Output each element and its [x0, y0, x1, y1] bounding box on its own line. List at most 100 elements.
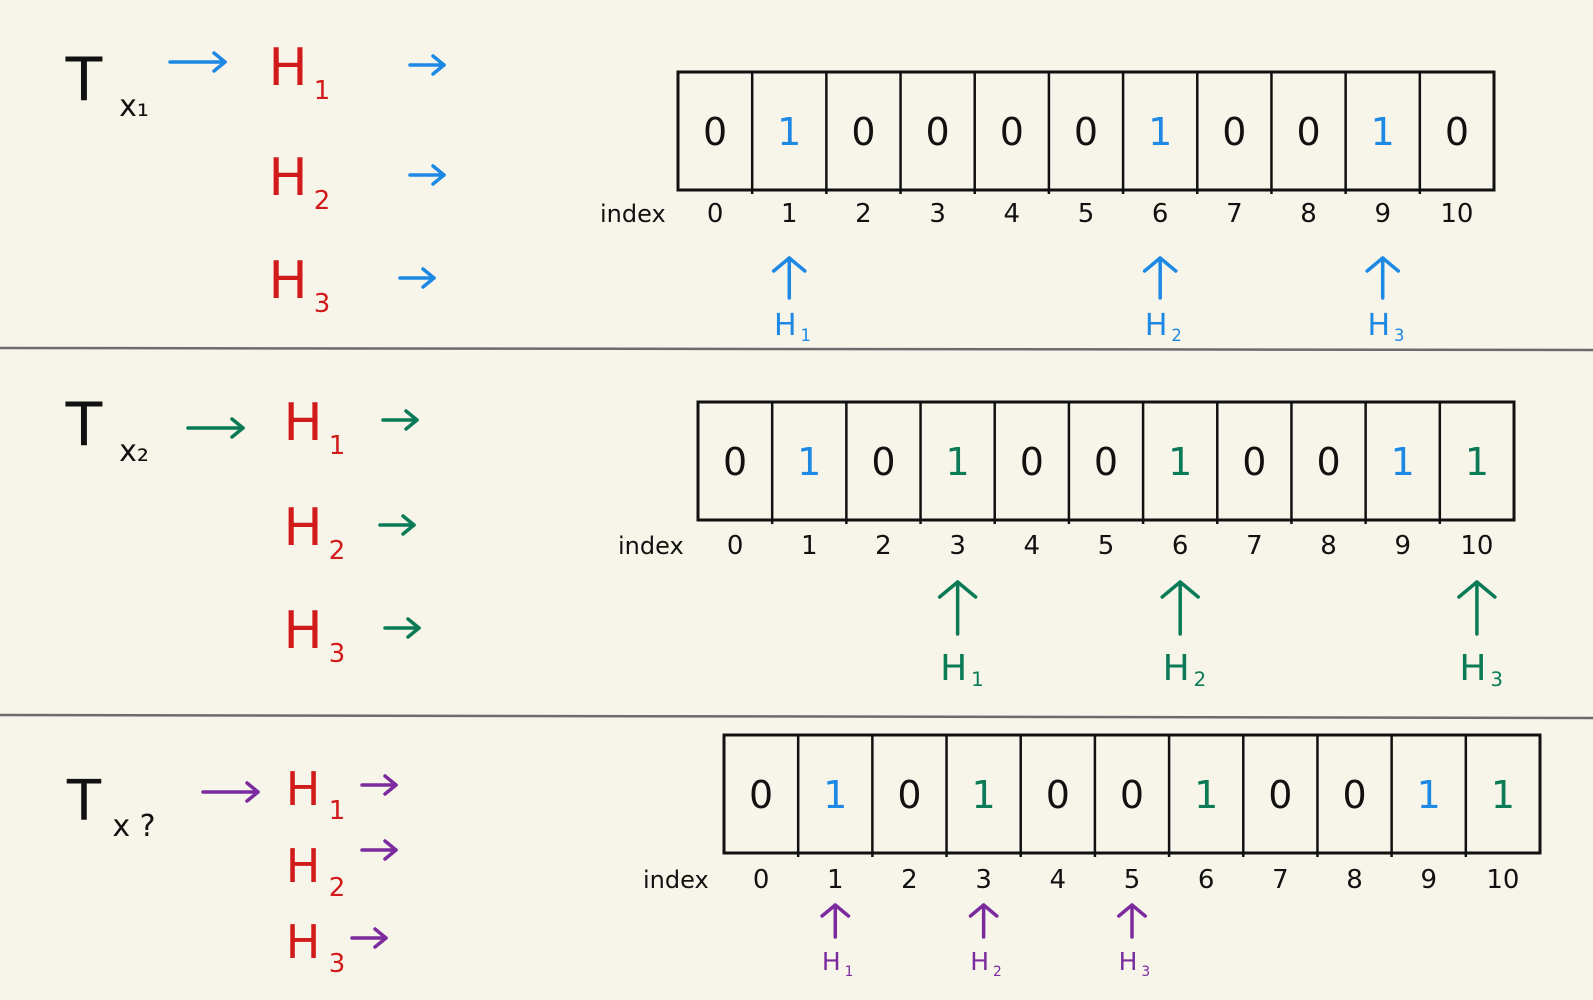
bit-cell-value: 0 [1094, 440, 1118, 484]
bit-array-border [696, 400, 1516, 522]
index-number: 6 [1198, 865, 1215, 895]
bit-cell-value: 0 [1342, 773, 1366, 817]
bit-cell-value: 0 [871, 440, 895, 484]
bit-cell-value: 1 [1465, 440, 1489, 484]
index-number: 0 [753, 865, 770, 895]
transaction-letter: T [65, 45, 103, 115]
hash-subscript: 2 [329, 873, 346, 903]
bit-cell-value: 0 [1020, 440, 1044, 484]
bit-array-border [676, 70, 1496, 192]
bit-cell-value: 0 [723, 440, 747, 484]
bit-cell-value: 1 [1371, 110, 1395, 154]
bit-cell-value: 1 [1491, 773, 1515, 817]
transaction-subscript: x₂ [119, 434, 149, 469]
index-number: 2 [855, 199, 872, 229]
hash-letter: H [268, 38, 307, 98]
bit-cell-value: 1 [777, 110, 801, 154]
up-arrow-icon [1365, 256, 1401, 300]
index-number: 3 [929, 199, 946, 229]
bit-cell-value: 1 [823, 773, 847, 817]
hash-subscript: 3 [329, 949, 346, 979]
pointer-subscript: 3 [1141, 964, 1150, 980]
index-number: 9 [1394, 531, 1411, 561]
index-number: 10 [1460, 531, 1493, 561]
transaction-letter: T [65, 390, 103, 460]
bit-cell-value: 1 [946, 440, 970, 484]
bit-cell-value: 1 [1148, 110, 1172, 154]
bit-cell-value: 0 [1242, 440, 1266, 484]
pointer-letter: H [1163, 648, 1190, 689]
bit-cell-value: 1 [1168, 440, 1192, 484]
arrow-icon [378, 514, 416, 536]
pointer-subscript: 2 [993, 964, 1002, 980]
index-number: 10 [1486, 865, 1519, 895]
index-number: 10 [1440, 199, 1473, 229]
arrow-icon [398, 267, 436, 289]
arrow-icon [360, 839, 398, 861]
index-number: 1 [781, 199, 798, 229]
bit-cell-value: 0 [1120, 773, 1144, 817]
index-number: 7 [1272, 865, 1289, 895]
index-number: 2 [901, 865, 918, 895]
pointer-letter: H [1119, 947, 1138, 976]
index-number: 2 [875, 531, 892, 561]
index-number: 1 [801, 531, 818, 561]
index-label: index [618, 532, 684, 560]
index-number: 4 [1050, 865, 1067, 895]
section-divider [0, 346, 1593, 352]
bit-cell-value: 0 [703, 110, 727, 154]
pointer-subscript: 1 [971, 668, 984, 691]
up-arrow-icon [771, 256, 807, 300]
bit-cell-value: 0 [897, 773, 921, 817]
bit-cell-value: 1 [1194, 773, 1218, 817]
pointer-letter: H [822, 947, 841, 976]
index-number: 8 [1320, 531, 1337, 561]
arrow-icon [350, 927, 388, 949]
pointer-subscript: 1 [801, 326, 812, 345]
transaction-subscript: x ? [112, 809, 155, 844]
index-label: index [600, 200, 666, 228]
bit-cell-value: 1 [972, 773, 996, 817]
pointer-letter: H [940, 648, 967, 689]
index-number: 0 [707, 199, 724, 229]
index-number: 7 [1246, 531, 1263, 561]
transaction-letter: T [66, 769, 102, 834]
hash-letter: H [268, 251, 307, 311]
arrow-icon [360, 774, 398, 796]
section-divider [0, 713, 1593, 720]
arrow-icon [408, 54, 446, 76]
hash-subscript: 1 [329, 431, 346, 461]
index-number: 7 [1226, 199, 1243, 229]
index-number: 6 [1152, 199, 1169, 229]
arrow-icon [383, 617, 421, 639]
hash-letter: H [286, 915, 321, 969]
up-arrow-icon [968, 903, 999, 939]
bit-cell-value: 0 [926, 110, 950, 154]
bit-cell-value: 0 [1074, 110, 1098, 154]
index-number: 5 [1124, 865, 1141, 895]
up-arrow-icon [1142, 256, 1178, 300]
pointer-letter: H [1459, 648, 1486, 689]
pointer-subscript: 3 [1490, 668, 1503, 691]
up-arrow-icon [937, 580, 978, 636]
pointer-subscript: 3 [1394, 326, 1405, 345]
bit-cell-value: 0 [1445, 110, 1469, 154]
bit-cell-value: 0 [851, 110, 875, 154]
pointer-subscript: 2 [1194, 668, 1207, 691]
bit-cell-value: 0 [749, 773, 773, 817]
pointer-letter: H [774, 308, 797, 343]
arrow-icon [168, 51, 227, 73]
pointer-letter: H [970, 947, 989, 976]
